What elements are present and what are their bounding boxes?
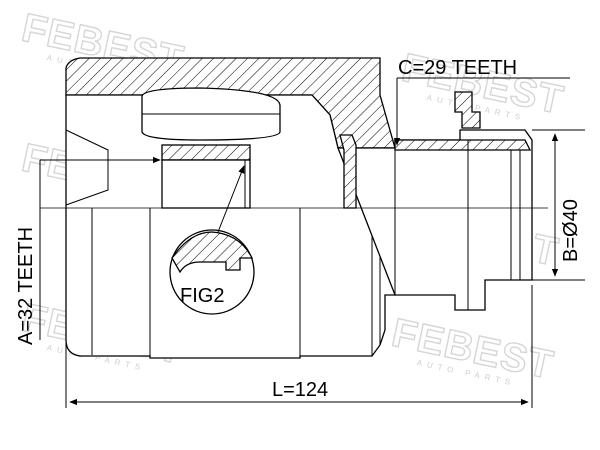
a-teeth-dimension: A=32 TEETH: [15, 156, 161, 345]
length-dimension: L=124: [65, 285, 533, 408]
fig2-label: FIG2: [180, 285, 224, 307]
fig2-callout: FIG2: [169, 165, 255, 315]
length-label: L=124: [272, 379, 328, 401]
b-diameter-dimension: B=Ø40: [532, 129, 585, 281]
a-teeth-label: A=32 TEETH: [15, 227, 37, 345]
c-teeth-dimension: C=29 TEETH: [393, 57, 570, 146]
c-teeth-label: C=29 TEETH: [398, 57, 517, 79]
b-diameter-label: B=Ø40: [560, 199, 582, 262]
housing: [40, 57, 548, 359]
